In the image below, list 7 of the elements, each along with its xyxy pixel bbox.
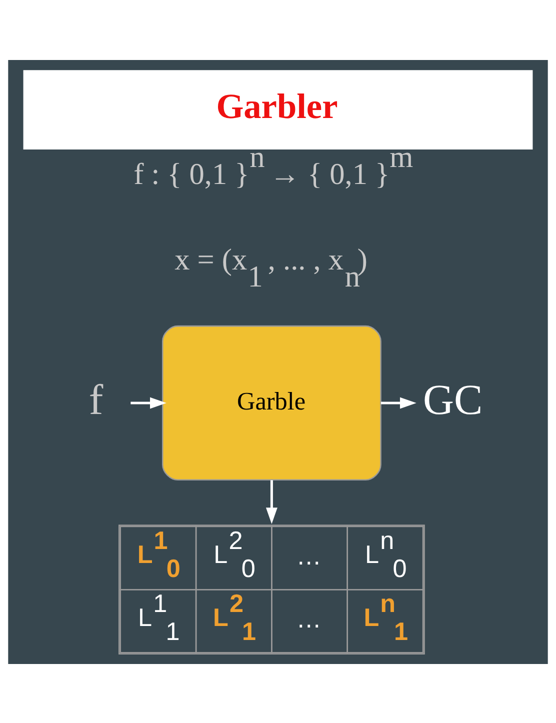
arrow — [266, 480, 278, 524]
node-text: f — [88, 376, 104, 424]
arrow — [130, 396, 166, 408]
diagram-title: Garbler — [216, 86, 338, 126]
node-text: GC — [423, 376, 483, 424]
node-box: Garble — [162, 324, 382, 480]
arrow — [380, 396, 416, 408]
